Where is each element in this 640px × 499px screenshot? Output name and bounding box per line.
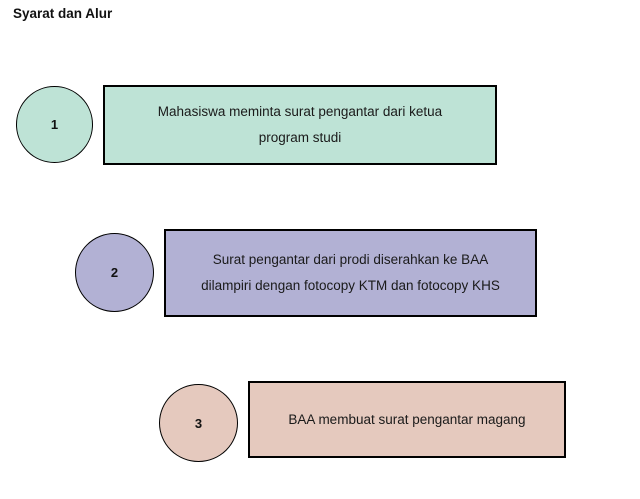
step-1-number-badge: 1 [16,86,93,163]
step-3-number: 3 [194,415,203,431]
step-3-text-line: BAA membuat surat pengantar magang [288,411,526,427]
step-2-number-badge: 2 [75,233,154,312]
page-title: Syarat dan Alur [13,6,113,21]
step-2-box: Surat pengantar dari prodi diserahkan ke… [164,229,537,317]
step-3-number-badge: 3 [159,384,238,462]
step-1-text-line: program studi [258,130,342,145]
step-1-number: 1 [50,117,59,132]
step-2-number: 2 [110,265,119,280]
step-1-text-line: Mahasiswa meminta surat pengantar dari k… [157,104,443,119]
step-3-box: BAA membuat surat pengantar magang [248,381,566,458]
step-2-text-line: Surat pengantar dari prodi diserahkan ke… [212,252,489,267]
step-1-box: Mahasiswa meminta surat pengantar dari k… [103,85,497,165]
step-2-text-line: dilampiri dengan fotocopy KTM dan fotoco… [201,278,500,293]
